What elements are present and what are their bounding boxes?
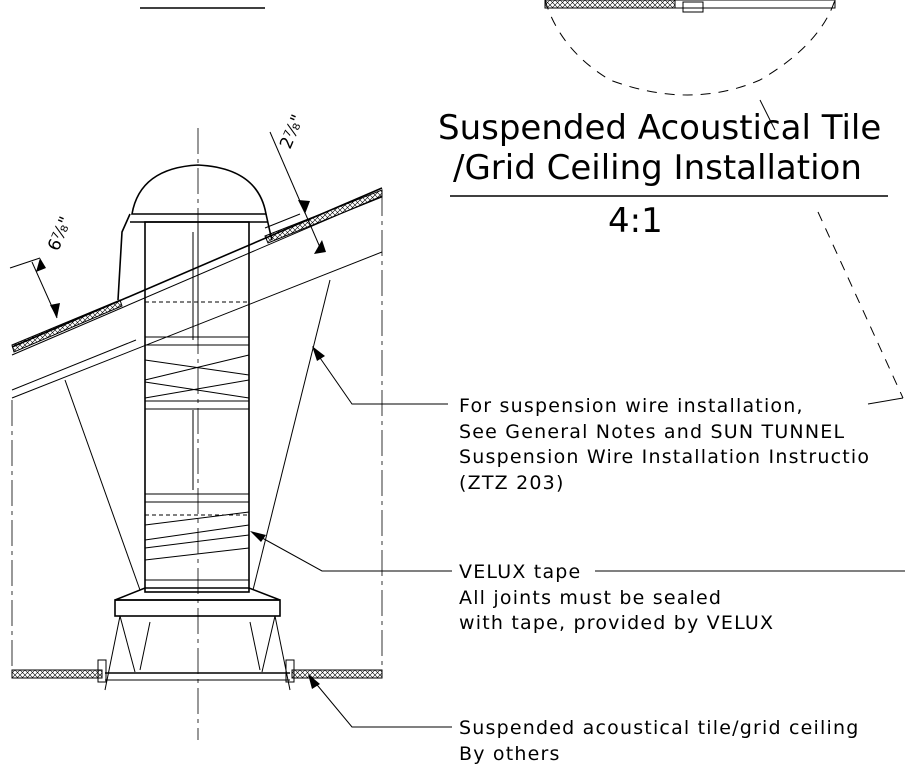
leader-suspension-end <box>867 397 904 405</box>
dimension-right-label: 2⅞" <box>276 112 308 152</box>
note-tape-line3: with tape, provided by VELUX <box>459 612 774 634</box>
note-suspension: For suspension wire installation, See Ge… <box>459 395 870 494</box>
acoustical-ceiling <box>11 659 383 683</box>
note-tape-line1: VELUX tape <box>459 561 581 583</box>
title-line-2: /Grid Ceiling Installation <box>453 148 862 188</box>
leader-ceiling <box>308 674 452 728</box>
ceiling-diffuser <box>104 587 291 691</box>
detail-title: Suspended Acoustical Tile /Grid Ceiling … <box>438 108 888 241</box>
suspension-wires <box>64 279 331 591</box>
title-line-1: Suspended Acoustical Tile <box>438 108 881 148</box>
detail-callout-circle <box>544 0 836 131</box>
note-ceiling-line2: By others <box>459 743 561 765</box>
note-ceiling-line1: Suspended acoustical tile/grid ceiling <box>459 717 859 739</box>
dimension-left-label: 6⅞" <box>44 214 76 254</box>
note-suspension-line4: (ZTZ 203) <box>459 472 565 494</box>
note-suspension-line2: See General Notes and SUN TUNNEL <box>459 421 845 443</box>
roof-assembly <box>11 187 383 399</box>
note-ceiling: Suspended acoustical tile/grid ceiling B… <box>459 717 859 765</box>
note-tape-line2: All joints must be sealed <box>459 587 722 609</box>
dimension-left: 6⅞" <box>9 214 76 319</box>
note-tape: VELUX tape All joints must be sealed wit… <box>459 561 774 634</box>
leader-tape <box>250 531 905 572</box>
leader-suspension <box>312 346 448 405</box>
scale-label: 4:1 <box>608 201 663 241</box>
callout-leader-dashed <box>817 211 904 399</box>
tunnel-tube <box>144 221 250 593</box>
note-suspension-line1: For suspension wire installation, <box>459 395 804 417</box>
note-suspension-line3: Suspension Wire Installation Instructio <box>459 446 870 468</box>
